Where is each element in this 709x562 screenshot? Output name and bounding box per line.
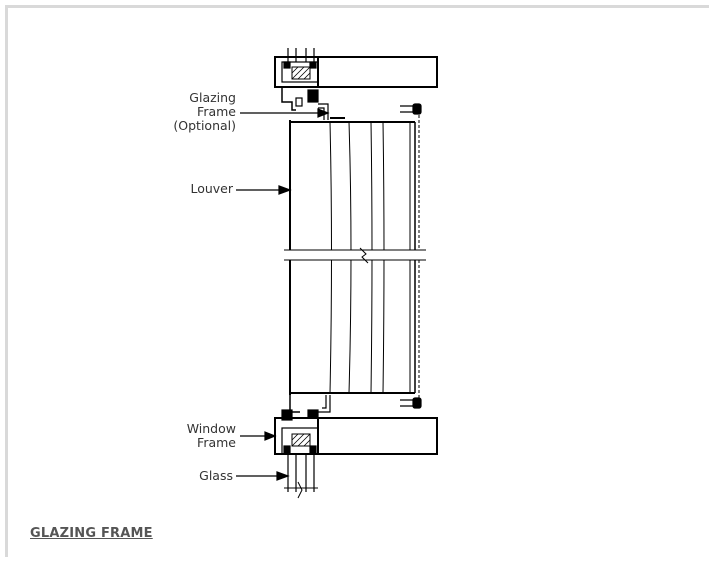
glazing-frame-label-line2: Frame — [197, 104, 236, 119]
bottom-window-frame — [274, 395, 438, 499]
window-frame-label: Window Frame — [160, 422, 236, 450]
glazing-frame-label: Glazing Frame (Optional) — [160, 91, 236, 133]
window-frame-label-line1: Window — [186, 421, 236, 436]
glazing-frame-leader — [240, 108, 330, 118]
window-frame-leader — [240, 431, 277, 441]
glass-label: Glass — [199, 468, 233, 483]
top-window-frame — [274, 48, 438, 120]
louver-label: Louver — [190, 181, 233, 196]
panel-border-left — [5, 5, 8, 557]
louver-body — [284, 103, 426, 409]
glass-leader — [236, 471, 290, 481]
glazing-frame-label-line3: (Optional) — [173, 118, 236, 133]
glazing-frame-label-line1: Glazing — [189, 90, 236, 105]
louver-leader — [236, 185, 292, 195]
figure-caption: GLAZING FRAME — [30, 526, 153, 541]
panel-border-top — [5, 5, 709, 8]
window-frame-label-line2: Frame — [197, 435, 236, 450]
